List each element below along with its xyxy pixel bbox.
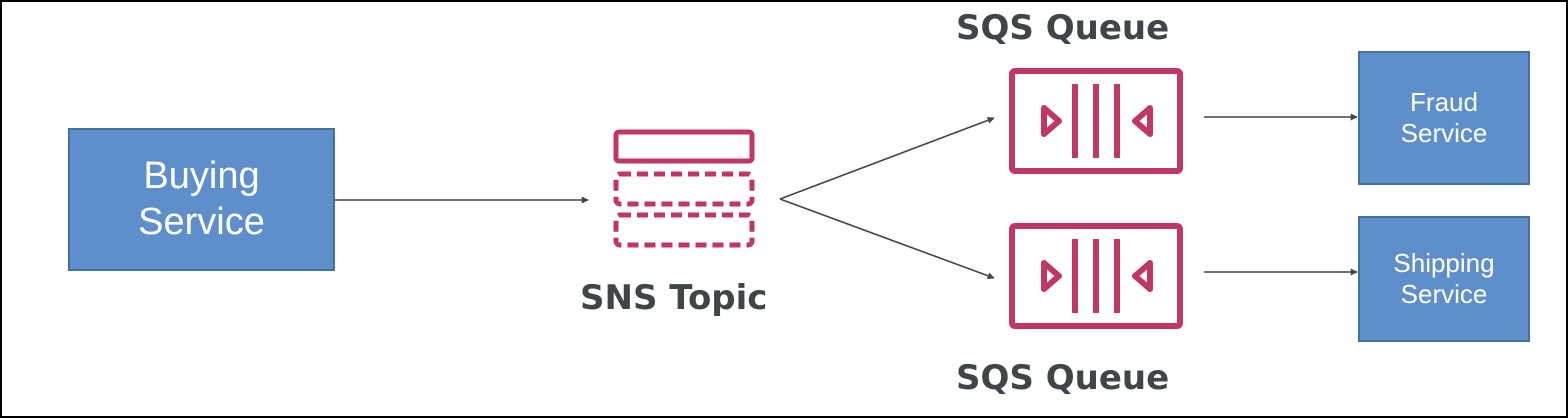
- shipping-service-label-line1: Shipping: [1393, 247, 1495, 278]
- fraud-service-label-line2: Service: [1400, 118, 1488, 148]
- buying-service-label-line1: Buying: [143, 154, 260, 197]
- sqs-queue-icon[interactable]: [1009, 68, 1183, 174]
- sns-topic-icon[interactable]: [613, 129, 755, 249]
- sns-topic-label: SNS Topic: [580, 278, 768, 318]
- sqs-queue-bottom-label: SQS Queue: [956, 358, 1170, 398]
- sqs-queue-icon[interactable]: [1009, 223, 1183, 329]
- arrow-sns-to-sqs-top: [779, 116, 995, 200]
- sqs-queue-top-label: SQS Queue: [956, 8, 1170, 48]
- shipping-service-label-line2: Service: [1400, 279, 1488, 309]
- fraud-service-label-line1: Fraud: [1410, 86, 1478, 117]
- buying-service-node[interactable]: Buying Service: [68, 128, 335, 271]
- fraud-service-node[interactable]: Fraud Service: [1358, 51, 1530, 185]
- shipping-service-node[interactable]: Shipping Service: [1358, 216, 1530, 342]
- buying-service-label-line2: Service: [138, 200, 265, 243]
- arrow-sns-to-sqs-bottom: [779, 198, 995, 280]
